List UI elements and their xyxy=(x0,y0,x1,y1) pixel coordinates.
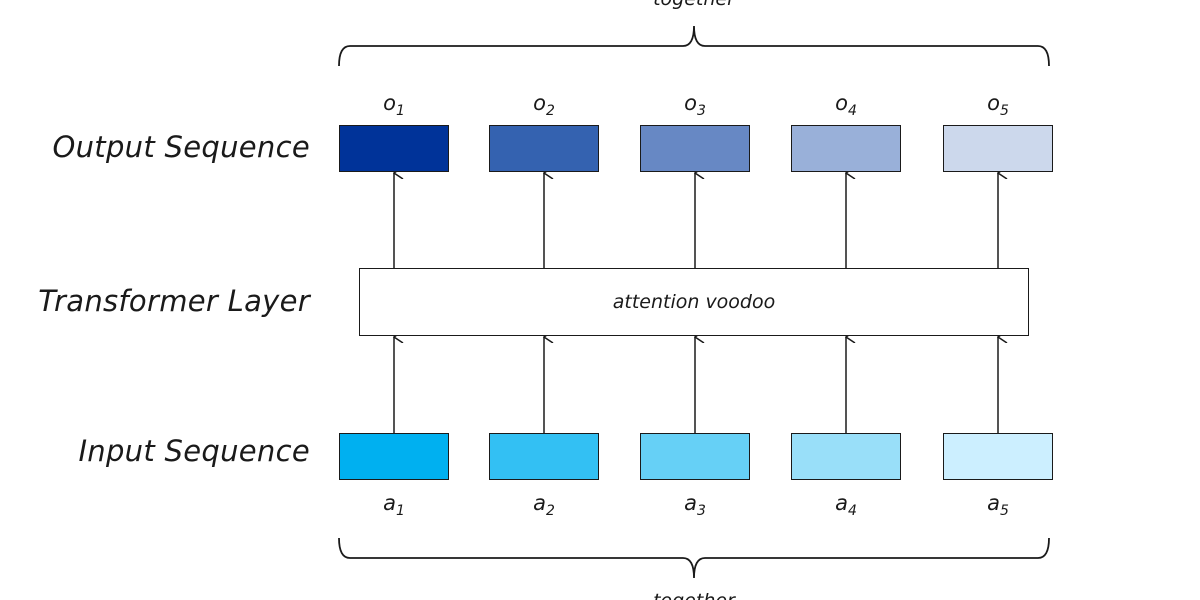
output-letter: o xyxy=(684,91,697,115)
output-box-2 xyxy=(489,125,599,172)
input-letter: a xyxy=(987,491,1000,515)
output-box-4 xyxy=(791,125,901,172)
bottom-brace xyxy=(338,537,1050,579)
output-letter: o xyxy=(383,91,396,115)
input-subscript: 2 xyxy=(545,503,555,520)
top-brace-label: together xyxy=(594,0,794,10)
output-letter: o xyxy=(533,91,546,115)
input-box-5 xyxy=(943,433,1053,480)
output-subscript: 4 xyxy=(847,103,857,120)
transformer-layer-text: attention voodoo xyxy=(612,291,776,313)
output-letter: o xyxy=(987,91,1000,115)
input-letter: a xyxy=(835,491,848,515)
input-letter: a xyxy=(533,491,546,515)
input-box-3 xyxy=(640,433,750,480)
output-label-4: o4 xyxy=(791,91,901,119)
input-label-4: a4 xyxy=(791,491,901,519)
input-letter: a xyxy=(383,491,396,515)
output-subscript: 3 xyxy=(696,103,706,120)
input-subscript: 3 xyxy=(696,503,706,520)
output-box-1 xyxy=(339,125,449,172)
input-sequence-label: Input Sequence xyxy=(78,434,310,468)
output-label-1: o1 xyxy=(339,91,449,119)
output-label-2: o2 xyxy=(489,91,599,119)
input-box-2 xyxy=(489,433,599,480)
output-box-3 xyxy=(640,125,750,172)
transformer-layer-label: Transformer Layer xyxy=(38,284,310,318)
output-subscript: 2 xyxy=(545,103,555,120)
input-label-2: a2 xyxy=(489,491,599,519)
output-box-5 xyxy=(943,125,1053,172)
input-subscript: 4 xyxy=(847,503,857,520)
input-label-3: a3 xyxy=(640,491,750,519)
output-letter: o xyxy=(835,91,848,115)
input-label-5: a5 xyxy=(943,491,1053,519)
input-label-1: a1 xyxy=(339,491,449,519)
output-subscript: 5 xyxy=(999,103,1009,120)
transformer-layer-box: attention voodoo xyxy=(359,268,1029,336)
output-label-5: o5 xyxy=(943,91,1053,119)
input-box-4 xyxy=(791,433,901,480)
input-letter: a xyxy=(684,491,697,515)
output-label-3: o3 xyxy=(640,91,750,119)
input-box-1 xyxy=(339,433,449,480)
output-sequence-label: Output Sequence xyxy=(52,130,310,164)
top-brace xyxy=(338,25,1050,67)
input-subscript: 5 xyxy=(999,503,1009,520)
output-subscript: 1 xyxy=(395,103,405,120)
bottom-brace-label: together xyxy=(594,590,794,600)
input-subscript: 1 xyxy=(395,503,405,520)
